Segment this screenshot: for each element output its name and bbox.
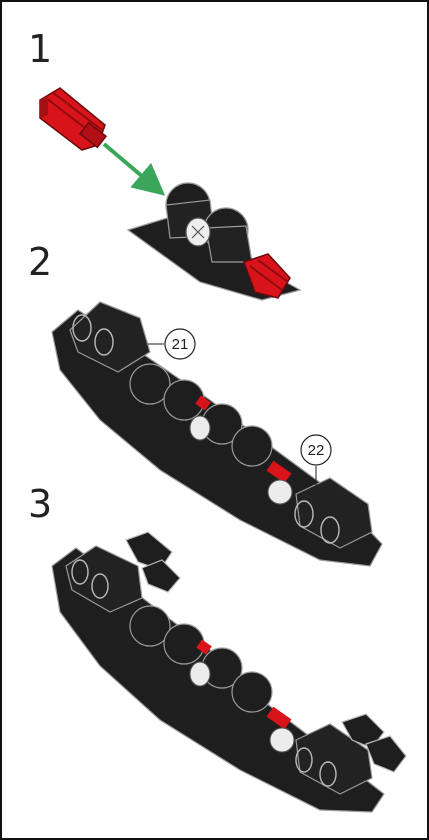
red-connector-part [40,88,106,150]
step-2-illustration: 21 22 [52,302,382,566]
step-1-illustration [40,88,300,300]
step-3-illustration [52,532,406,812]
insert-arrow-icon [104,144,156,188]
callout-22-label: 22 [308,442,325,459]
callout-21: 21 [148,329,195,359]
callout-21-label: 21 [172,336,189,353]
